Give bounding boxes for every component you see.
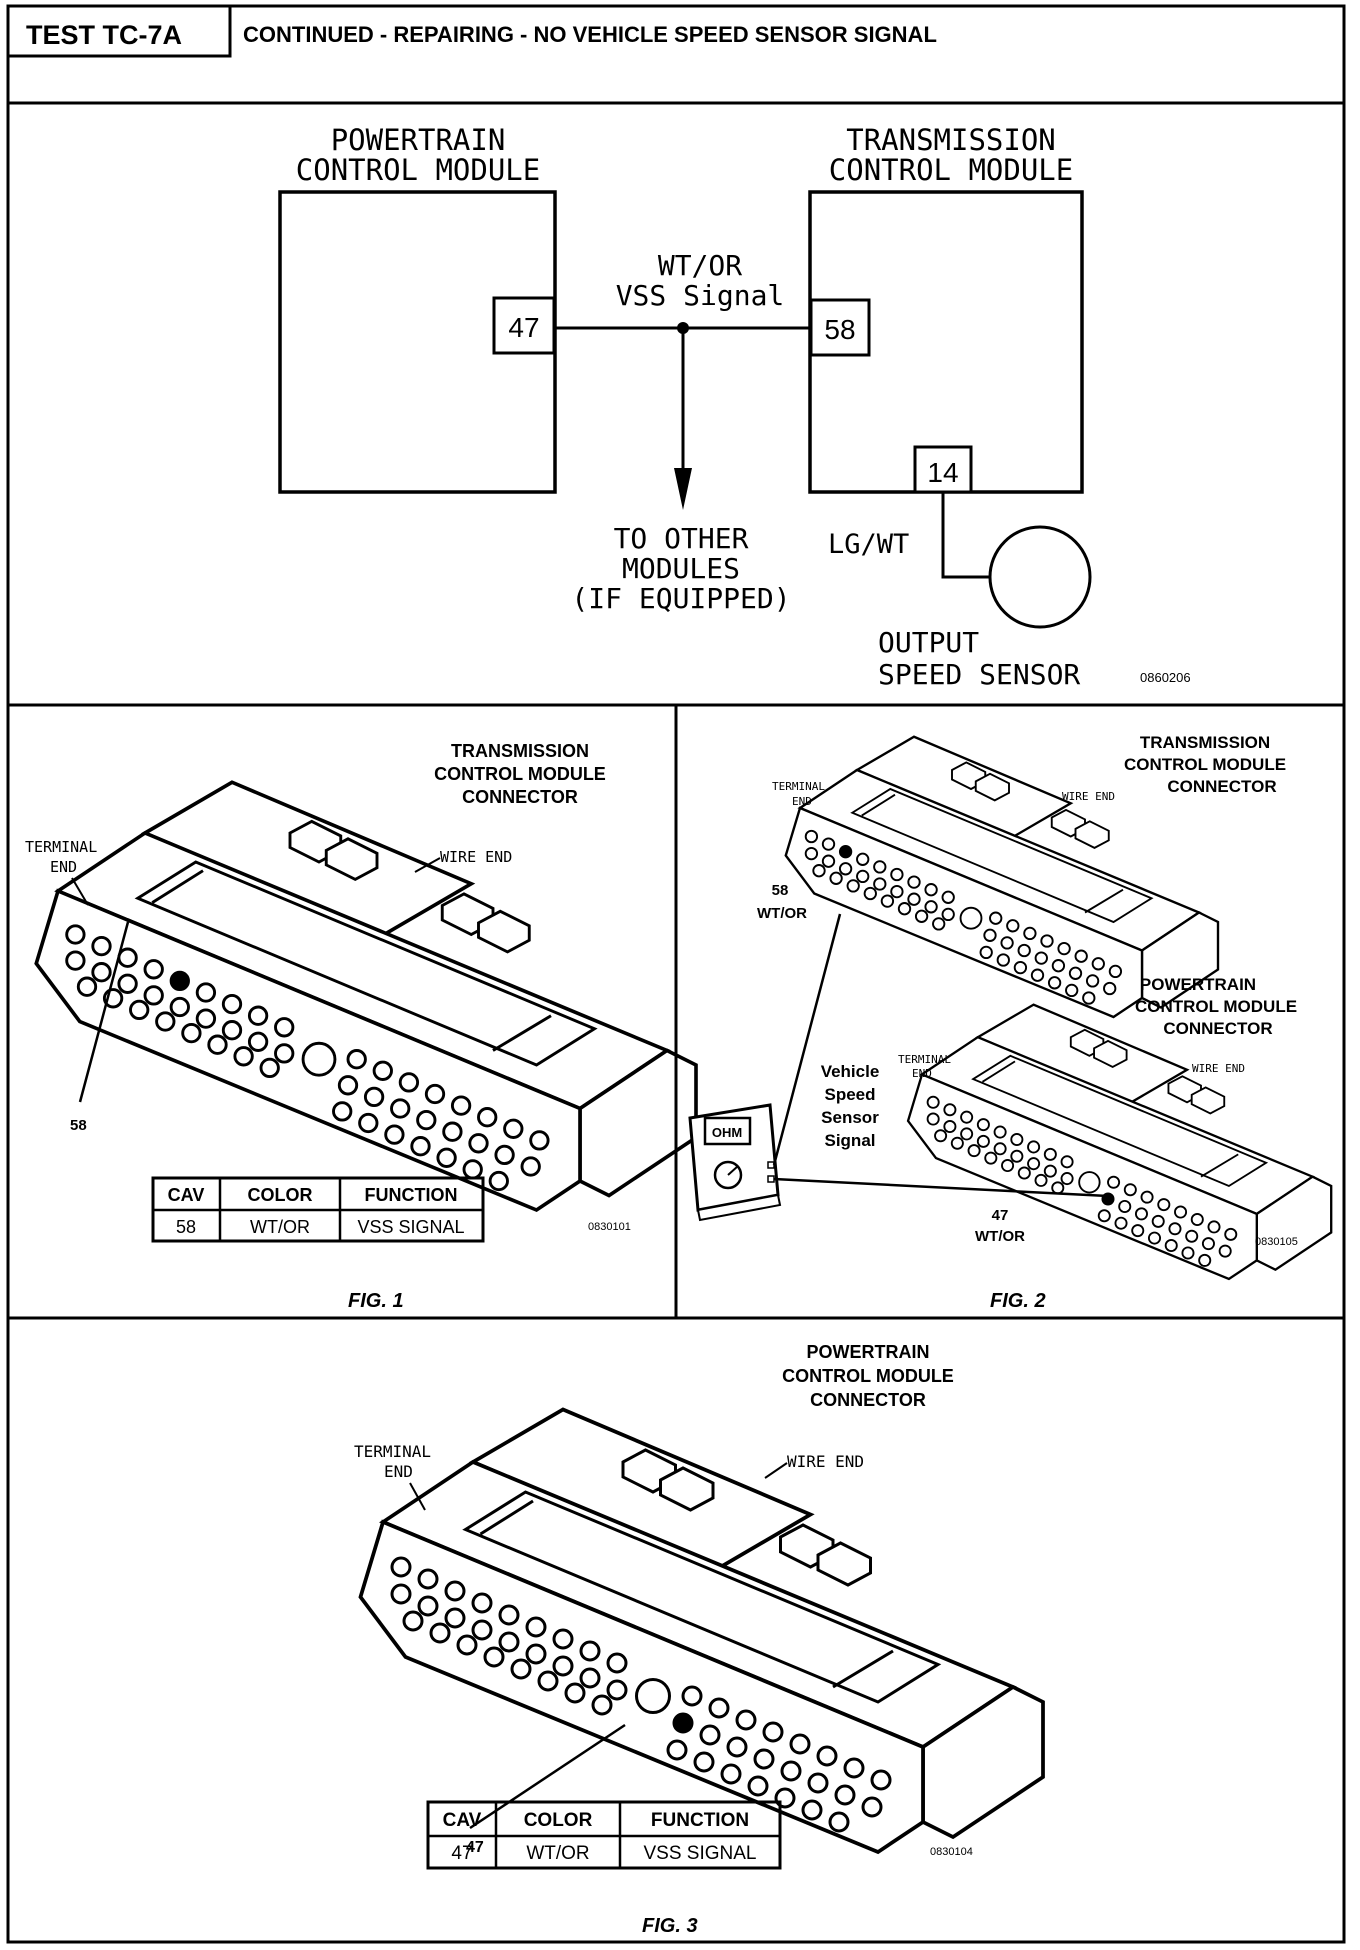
fig1-caption: FIG. 1 (348, 1290, 404, 1312)
header-title: CONTINUED - REPAIRING - NO VEHICLE SPEED… (243, 22, 937, 47)
fig1-header-function: FUNCTION (365, 1185, 458, 1205)
figure-3: POWERTRAIN CONTROL MODULE CONNECTOR TERM… (354, 1342, 1045, 1937)
wire-color-label: WT/OR (658, 249, 742, 282)
fig1-pin-label: 58 (70, 1117, 87, 1134)
fig1-figure-code: 0830101 (588, 1221, 631, 1233)
schematic-figure-code: 0860206 (1140, 670, 1191, 685)
fig3-cell-cav: 47 (451, 1843, 472, 1864)
tcm-pin-label: 58 (824, 314, 855, 345)
fig2-pcm-wire-end: WIRE END (1192, 1062, 1245, 1075)
fig1-title-line1: TRANSMISSION (451, 741, 589, 761)
fig3-cell-function: VSS SIGNAL (644, 1843, 757, 1864)
fig2-signal-line1: Vehicle (821, 1062, 880, 1081)
fig3-caption: FIG. 3 (642, 1915, 698, 1937)
fig2-pcm-title-line3: CONNECTOR (1163, 1019, 1272, 1038)
figure-1: TRANSMISSION CONTROL MODULE CONNECTOR TE… (25, 741, 698, 1312)
other-modules-line1: TO OTHER (614, 522, 749, 555)
tcm-pin14-box (913, 445, 973, 494)
fig2-probe-lead-47 (773, 1177, 1109, 1198)
fig3-header-cav: CAV (443, 1810, 482, 1831)
fig3-header-color: COLOR (524, 1810, 593, 1831)
other-modules-line3: (IF EQUIPPED) (571, 582, 790, 615)
fig3-cavity-table: CAV COLOR FUNCTION 47 WT/OR VSS SIGNAL (426, 1800, 782, 1870)
fig1-cell-cav: 58 (176, 1217, 196, 1237)
fig2-pcm-title-line1: POWERTRAIN (1140, 975, 1256, 994)
tcm-title-line2: CONTROL MODULE (829, 153, 1073, 187)
header: TEST TC-7A CONTINUED - REPAIRING - NO VE… (6, 4, 1344, 105)
fig2-signal-line4: Signal (824, 1131, 875, 1150)
figure-2: TRANSMISSION CONTROL MODULE CONNECTOR TE… (688, 733, 1333, 1312)
fig2-tcm-wire-end: WIRE END (1062, 790, 1115, 803)
pcm-title-line2: CONTROL MODULE (296, 153, 540, 187)
fig2-pin58-label: 58 (772, 882, 789, 899)
test-id: TEST TC-7A (26, 20, 182, 50)
fig2-pcm-terminal-end-line1: TERMINAL (898, 1053, 951, 1066)
tcm-title-line1: TRANSMISSION (846, 123, 1056, 157)
fig2-caption: FIG. 2 (990, 1290, 1046, 1312)
fig3-pin-label: 47 (466, 1839, 484, 1856)
fig1-cell-function: VSS SIGNAL (357, 1217, 464, 1237)
fig3-figure-code: 0830104 (930, 1846, 973, 1858)
wiring-schematic: POWERTRAIN CONTROL MODULE 47 TRANSMISSIO… (278, 123, 1191, 691)
fig1-header-color: COLOR (248, 1185, 313, 1205)
fig2-signal-line3: Sensor (821, 1108, 879, 1127)
fig3-title-line3: CONNECTOR (810, 1390, 926, 1410)
page-border (6, 4, 1346, 1944)
fig3-terminal-end-line1: TERMINAL (354, 1442, 431, 1461)
fig3-terminal-end-line2: END (384, 1462, 413, 1481)
fig1-cavity-table: CAV COLOR FUNCTION 58 WT/OR VSS SIGNAL (151, 1176, 485, 1243)
fig3-pcm-connector-drawing (358, 1407, 1045, 1854)
fig3-title-line1: POWERTRAIN (807, 1342, 930, 1362)
sensor-label-line2: SPEED SENSOR (878, 658, 1080, 691)
sensor-label-line1: OUTPUT (878, 626, 979, 659)
fig2-tcm-title-line1: TRANSMISSION (1140, 733, 1270, 752)
fig1-terminal-end-line2: END (50, 858, 77, 876)
output-speed-sensor-icon (988, 525, 1092, 629)
fig2-pin47-label: 47 (992, 1207, 1009, 1224)
fig2-tcm-title-line2: CONTROL MODULE (1124, 755, 1286, 774)
fig2-pcm-title-line2: CONTROL MODULE (1135, 997, 1297, 1016)
test-id-box (6, 4, 232, 58)
pcm-title-line1: POWERTRAIN (331, 123, 506, 157)
fig2-pin47-color: WT/OR (975, 1228, 1025, 1245)
fig1-tcm-connector-drawing (34, 780, 698, 1212)
fig2-figure-code: 0830105 (1255, 1236, 1298, 1248)
fig2-tcm-title-line3: CONNECTOR (1167, 777, 1276, 796)
fig1-pin58-leader (78, 921, 130, 1103)
fig1-title-line3: CONNECTOR (462, 787, 578, 807)
meter-display: OHM (712, 1125, 742, 1140)
other-modules-line2: MODULES (622, 552, 740, 585)
fig3-title-line2: CONTROL MODULE (782, 1366, 954, 1386)
fig3-cell-color: WT/OR (526, 1843, 589, 1864)
fig2-pin58-color: WT/OR (757, 905, 807, 922)
fig3-wire-end: WIRE END (787, 1452, 864, 1471)
fig3-header-function: FUNCTION (651, 1810, 749, 1831)
fig2-pcm-terminal-end-line2: END (912, 1067, 932, 1080)
fig1-title-line2: CONTROL MODULE (434, 764, 606, 784)
fig2-signal-line2: Speed (824, 1085, 875, 1104)
multimeter-icon: OHM (688, 1103, 782, 1222)
pcm-pin-box (492, 296, 556, 355)
fig2-probe-lead-58 (772, 913, 842, 1166)
fig1-header-cav: CAV (168, 1185, 205, 1205)
fig2-tcm-terminal-end-line2: END (792, 795, 812, 808)
down-arrow-icon (674, 468, 692, 510)
pcm-pin-label: 47 (508, 312, 539, 343)
sensor-wire (941, 492, 990, 579)
fig2-tcm-terminal-end-line1: TERMINAL (772, 780, 825, 793)
fig1-cell-color: WT/OR (250, 1217, 310, 1237)
fig2-tcm-connector-drawing (784, 735, 1220, 1019)
tcm-pin14-label: 14 (927, 457, 958, 488)
sensor-wire-label: LG/WT (828, 529, 909, 560)
fig1-terminal-end-line1: TERMINAL (25, 838, 97, 856)
wire-signal-label: VSS Signal (616, 279, 785, 312)
fig1-wire-end: WIRE END (440, 848, 512, 866)
